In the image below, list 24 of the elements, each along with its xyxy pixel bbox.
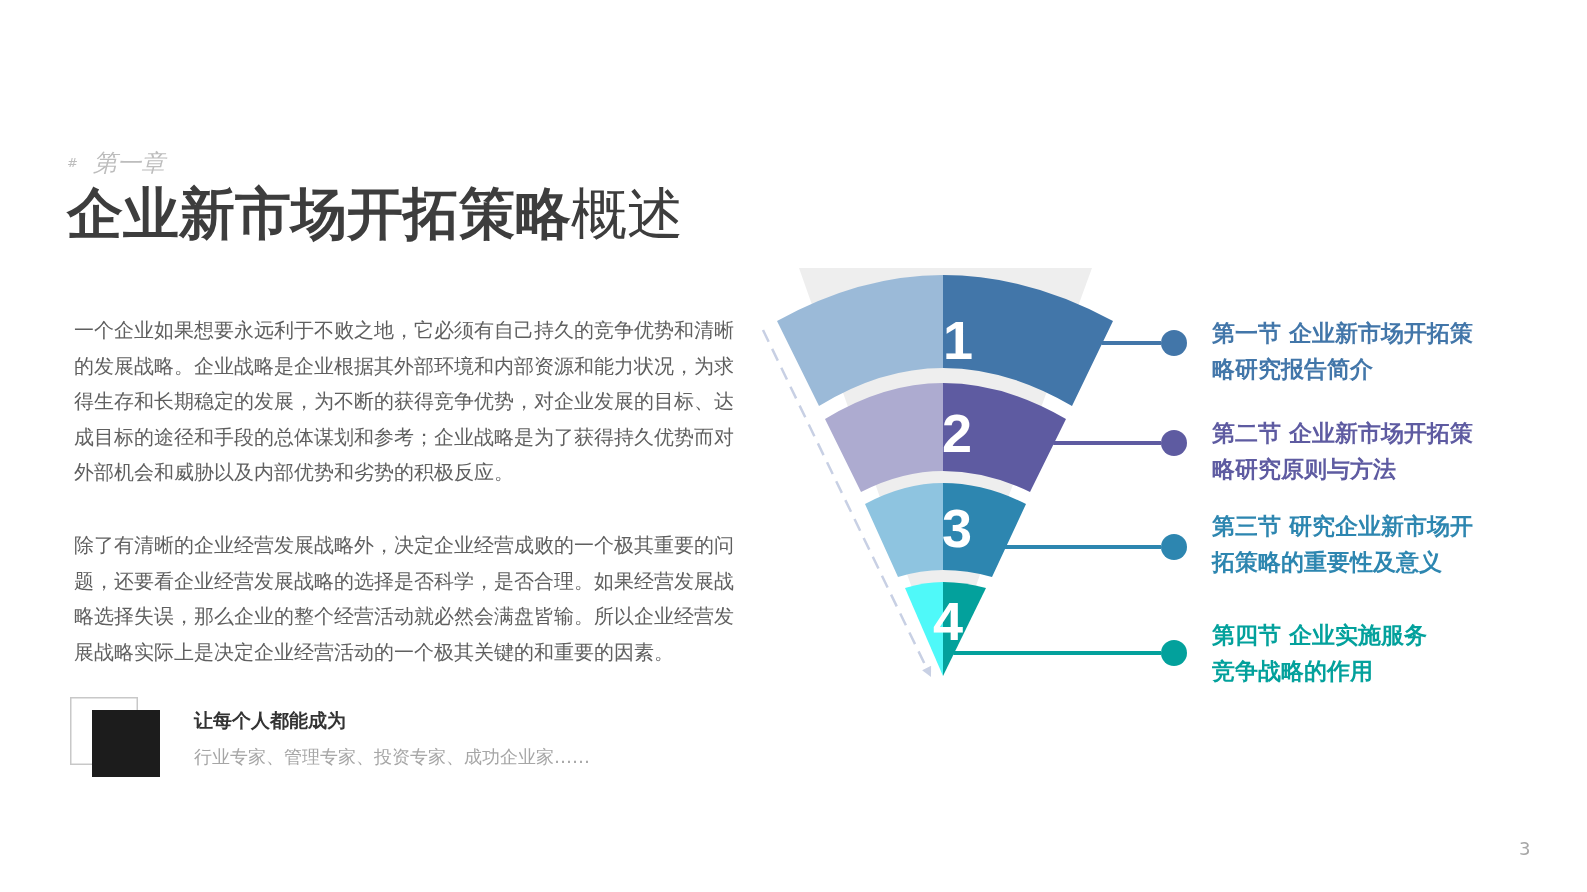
hash-mark: # [67,155,78,171]
chapter-label: 第一章 [93,148,165,178]
step-number: 4 [933,594,963,648]
body-paragraph: 一个企业如果想要永远利于不败之地，它必须有自己持久的竞争优势和清晰的发展战略。企业战略是企业根据其外部环境和内部资源和能力状况，为求得生存和长期稳定的发展，为不断的获得竞争优势，对企业发展的目标、达成目标的途径和手段的总体谋划和参考；企业战略是为了获得持久优势而对外部机会和威胁以及内部优势和劣势的积极反应。 [74,318,735,486]
page-number: 3 [1519,837,1531,861]
slogan-heading: 让每个人都能成为 [194,708,346,733]
step-number: 1 [943,313,973,367]
connector-dot [1161,534,1187,560]
connector-line [1004,545,1161,549]
connector-line [1053,441,1161,445]
body-paragraph: 除了有清晰的企业经营发展战略外，决定企业经营成败的一个极其重要的问题，还要看企业经营发展战略的选择是否科学，是否合理。如果经营发展战略选择失误，那么企业的整个经营活动就必然会满盘皆输。所以企业经营发展战略实际上是决定企业经营活动的一个极其关键的和重要的因素。 [74,533,735,666]
connector-dot [1161,430,1187,456]
connector-dot [1161,330,1187,356]
section-title: 第四节 企业实施服务竞争战略的作用 [1212,621,1427,686]
slogan-subtext: 行业专家、管理专家、投资专家、成功企业家…… [194,745,590,769]
connector-dot [1161,640,1187,666]
step-number: 3 [942,501,972,555]
step-number: 2 [942,406,972,460]
connector-line [1101,341,1161,345]
section-title: 第二节 企业新市场开拓策略研究原则与方法 [1212,419,1474,484]
connector-line [953,651,1161,655]
section-title: 第一节 企业新市场开拓策略研究报告简介 [1212,319,1474,384]
section-title: 第三节 研究企业新市场开拓策略的重要性及意义 [1212,512,1474,577]
page-title: 企业新市场开拓策略概述 [67,182,683,246]
